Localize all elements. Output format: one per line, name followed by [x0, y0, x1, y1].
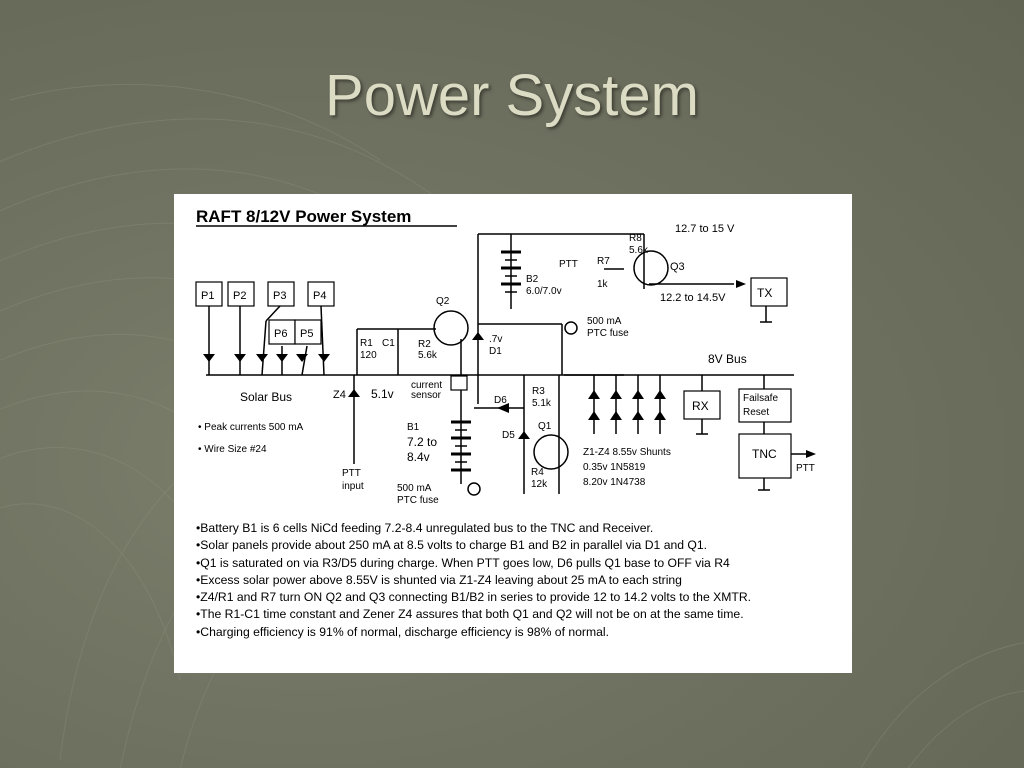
notes-list: Battery B1 is 6 cells NiCd feeding 7.2-8…	[196, 520, 751, 641]
slide-title: Power System	[325, 63, 699, 128]
failsafe-label-2: Reset	[743, 407, 769, 418]
schematic-title: RAFT 8/12V Power System	[196, 207, 411, 226]
ptt-out-label: PTT	[796, 463, 815, 474]
r2-label: R2	[418, 339, 431, 350]
ptt-r7-label: PTT	[559, 259, 578, 270]
ptt-input-label-2: input	[342, 481, 364, 492]
fuse-bottom-label-1: 500 mA	[397, 483, 432, 494]
panel-label-p6: P6	[274, 328, 287, 340]
note-item: Excess solar power above 8.55V is shunte…	[196, 572, 751, 589]
panel-label-p1: P1	[201, 290, 214, 302]
wire-size-note: • Wire Size #24	[198, 444, 267, 455]
fuse-top-label-2: PTC fuse	[587, 328, 629, 339]
solar-bus-label: Solar Bus	[240, 390, 292, 404]
r4-label: R4	[531, 467, 544, 478]
voltage-top-label: 12.7 to 15 V	[675, 223, 735, 235]
r1-value: 120	[360, 350, 377, 361]
tnc-label: TNC	[752, 447, 777, 461]
q2-label: Q2	[436, 296, 450, 307]
z4-value: 5.1v	[371, 387, 394, 401]
b1-label: B1	[407, 422, 420, 433]
r2-value: 5.6k	[418, 350, 438, 361]
r1-label: R1	[360, 338, 373, 349]
current-sensor-label-2: sensor	[411, 390, 442, 401]
peak-currents-note: • Peak currents 500 mA	[198, 422, 304, 433]
power-system-schematic: RAFT 8/12V Power System	[195, 207, 816, 506]
rx-label: RX	[692, 399, 709, 413]
ptt-input-label-1: PTT	[342, 468, 361, 479]
z4-label: Z4	[333, 389, 346, 401]
note-item: Solar panels provide about 250 mA at 8.5…	[196, 537, 751, 554]
panel-label-p3: P3	[273, 290, 286, 302]
note-item: Z4/R1 and R7 turn ON Q2 and Q3 connectin…	[196, 589, 751, 606]
failsafe-label-1: Failsafe	[743, 393, 778, 404]
note-item: Charging efficiency is 91% of normal, di…	[196, 624, 751, 641]
r3-value: 5.1k	[532, 398, 552, 409]
b1-value-1: 7.2 to	[407, 435, 437, 449]
r7-label: R7	[597, 256, 610, 267]
tx-label: TX	[757, 286, 772, 300]
voltage-tx-label: 12.2 to 14.5V	[660, 292, 726, 304]
note-item: The R1-C1 time constant and Zener Z4 ass…	[196, 606, 751, 623]
current-sensor-label-1: current	[411, 380, 442, 391]
note-item: Battery B1 is 6 cells NiCd feeding 7.2-8…	[196, 520, 751, 537]
shunts-label-2: 0.35v 1N5819	[583, 462, 646, 473]
c1-label: C1	[382, 338, 395, 349]
r4-value: 12k	[531, 479, 548, 490]
d5-label: D5	[502, 430, 515, 441]
schematic-panel: RAFT 8/12V Power System	[174, 194, 852, 673]
r3-label: R3	[532, 386, 545, 397]
d6-label: D6	[494, 395, 507, 406]
r7-value: 1k	[597, 279, 609, 290]
b1-value-2: 8.4v	[407, 450, 430, 464]
q1-label: Q1	[538, 421, 552, 432]
d1-value: .7v	[489, 334, 502, 345]
r8-value: 5.6k	[629, 245, 649, 256]
fuse-bottom-label-2: PTC fuse	[397, 495, 439, 506]
b2-label: B2	[526, 274, 539, 285]
panel-label-p4: P4	[313, 290, 326, 302]
fuse-top-label-1: 500 mA	[587, 316, 622, 327]
panel-label-p2: P2	[233, 290, 246, 302]
shunts-label-1: Z1-Z4 8.55v Shunts	[583, 447, 671, 458]
r8-label: R8	[629, 233, 642, 244]
b2-value: 6.0/7.0v	[526, 286, 562, 297]
panel-label-p5: P5	[300, 328, 313, 340]
shunts-label-3: 8.20v 1N4738	[583, 477, 646, 488]
d1-label: D1	[489, 346, 502, 357]
bus-8v-label: 8V Bus	[708, 352, 747, 366]
q3-label: Q3	[670, 261, 685, 273]
note-item: Q1 is saturated on via R3/D5 during char…	[196, 555, 751, 572]
